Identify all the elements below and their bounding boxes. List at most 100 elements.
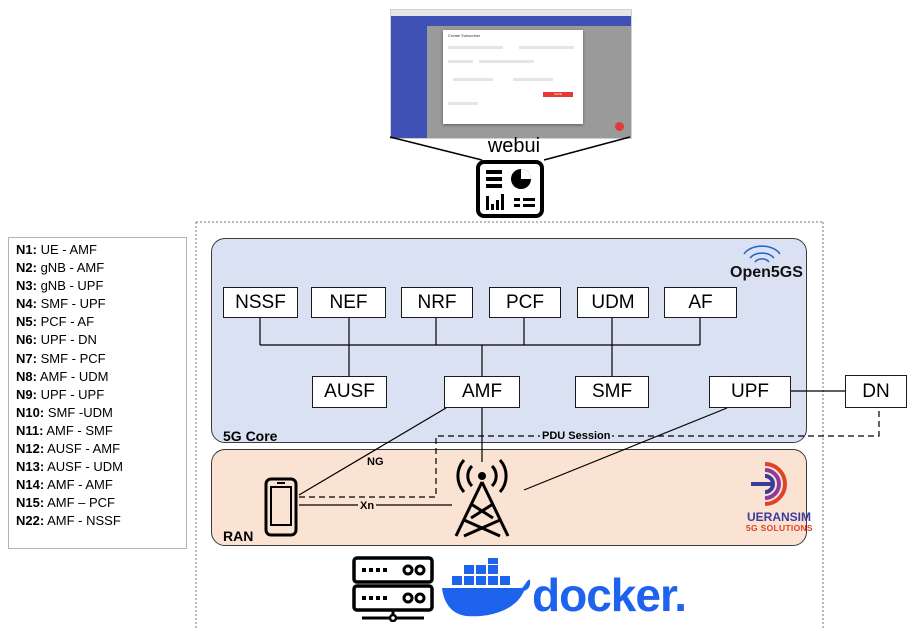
dialog-field-5 [453, 78, 493, 81]
dialog-field-4 [479, 60, 534, 63]
legend-row: N10: SMF -UDM [16, 404, 186, 422]
legend-value: SMF -UDM [47, 404, 113, 420]
legend-row: N9: UPF - UPF [16, 386, 186, 404]
core-region [211, 238, 807, 443]
legend-value: gNB - UPF [40, 278, 104, 294]
nf-pcf[interactable]: PCF [489, 287, 561, 318]
create-subscriber-dialog: Create Subscriber SAVE [443, 30, 583, 124]
nf-udm[interactable]: UDM [577, 287, 649, 318]
legend-value: AMF - AMF [47, 477, 113, 493]
ueransim-logo-text: UERANSIM [747, 510, 812, 524]
legend-value: AMF - SMF [46, 422, 113, 438]
n3-link [523, 407, 728, 491]
legend-value: SMF - UPF [40, 296, 106, 312]
app-sidebar [391, 26, 427, 138]
legend-row: N15: AMF – PCF [16, 494, 186, 512]
webui-label: webui [487, 135, 541, 157]
legend-row: N5: PCF - AF [16, 313, 186, 331]
gnb-antenna-icon [454, 459, 510, 538]
ng-link [298, 407, 447, 496]
ueransim-logo-subtext: 5G SOLUTIONS [746, 523, 813, 533]
nf-upf[interactable]: UPF [709, 376, 791, 408]
server-icon [352, 556, 434, 622]
legend-value: UPF - UPF [40, 386, 105, 402]
legend-row: N14: AMF - AMF [16, 476, 186, 494]
ueransim-logo-icon [751, 462, 787, 506]
legend-row: N1: UE - AMF [16, 241, 186, 259]
pdu-session-label: PDU Session [540, 430, 613, 442]
core-label: 5G Core [223, 428, 278, 444]
app-header-bar [391, 16, 631, 26]
legend-key: N9: [16, 386, 37, 402]
open5gs-logo-text: Open5GS [730, 264, 803, 281]
legend-value: AMF - NSSF [47, 513, 121, 529]
webui-screenshot: Create Subscriber SAVE [390, 9, 632, 139]
nf-ausf[interactable]: AUSF [312, 376, 387, 408]
fab-add-button[interactable] [615, 122, 624, 131]
legend-key: N22: [16, 513, 45, 529]
legend-value: AMF - UDM [39, 368, 109, 384]
dialog-submit-button[interactable]: SAVE [543, 92, 573, 97]
nf-nrf[interactable]: NRF [401, 287, 473, 318]
legend-row: N8: AMF - UDM [16, 368, 186, 386]
projection-line-left [389, 136, 483, 161]
legend-key: N11: [16, 422, 44, 438]
legend-row: N2: gNB - AMF [16, 259, 186, 277]
legend-key: N8: [16, 368, 37, 384]
ue-phone-icon [264, 477, 298, 537]
legend-row: N6: UPF - DN [16, 331, 186, 349]
dialog-field-1 [448, 46, 503, 49]
nf-af[interactable]: AF [664, 287, 737, 318]
legend-value: AUSF - AMF [47, 441, 121, 457]
projection-line-right [543, 136, 631, 161]
dialog-field-2 [519, 46, 574, 49]
nf-amf[interactable]: AMF [444, 376, 520, 408]
legend-row: N4: SMF - UPF [16, 295, 186, 313]
legend-row: N11: AMF - SMF [16, 422, 186, 440]
pdu-session-path [299, 408, 880, 498]
legend-key: N15: [16, 495, 45, 511]
legend-key: N6: [16, 332, 37, 348]
legend-key: N1: [16, 242, 37, 257]
dialog-field-6 [513, 78, 553, 81]
nf-smf[interactable]: SMF [575, 376, 649, 408]
dialog-field-7 [448, 102, 478, 105]
legend-key: N14: [16, 477, 45, 493]
docker-logo-text: docker. [532, 569, 687, 621]
legend-key: N4: [16, 296, 37, 312]
legend-value: UPF - DN [40, 332, 97, 348]
legend-value: gNB - AMF [40, 260, 105, 276]
legend-row: N22: AMF - NSSF [16, 512, 186, 530]
legend-row: N12: AUSF - AMF [16, 440, 186, 458]
legend-key: N7: [16, 350, 37, 366]
legend-value: AMF – PCF [47, 495, 115, 511]
ng-label: NG [367, 456, 384, 468]
legend-key: N3: [16, 278, 37, 294]
legend-key: N5: [16, 314, 37, 330]
dialog-field-3 [448, 60, 473, 63]
nf-nssf[interactable]: NSSF [223, 287, 298, 318]
ran-label: RAN [223, 528, 254, 544]
dashboard-icon [476, 160, 544, 218]
legend-value: SMF - PCF [40, 350, 106, 366]
open5gs-signal-icon [743, 245, 781, 263]
legend-key: N12: [16, 441, 45, 457]
legend-value: UE - AMF [40, 242, 97, 257]
legend-key: N2: [16, 260, 37, 276]
dn-box[interactable]: DN [845, 375, 907, 408]
legend-value: AUSF - UDM [47, 459, 123, 475]
legend-key: N13: [16, 459, 45, 475]
legend-row: N13: AUSF - UDM [16, 458, 186, 476]
dialog-title: Create Subscriber [448, 33, 481, 38]
legend-row: N7: SMF - PCF [16, 350, 186, 368]
xn-label: Xn [358, 500, 377, 512]
browser-bar [391, 10, 631, 16]
legend-value: PCF - AF [40, 314, 95, 330]
legend-key: N10: [16, 404, 45, 420]
docker-whale-icon [442, 558, 531, 617]
nf-nef[interactable]: NEF [311, 287, 386, 318]
legend-row: N3: gNB - UPF [16, 277, 186, 295]
